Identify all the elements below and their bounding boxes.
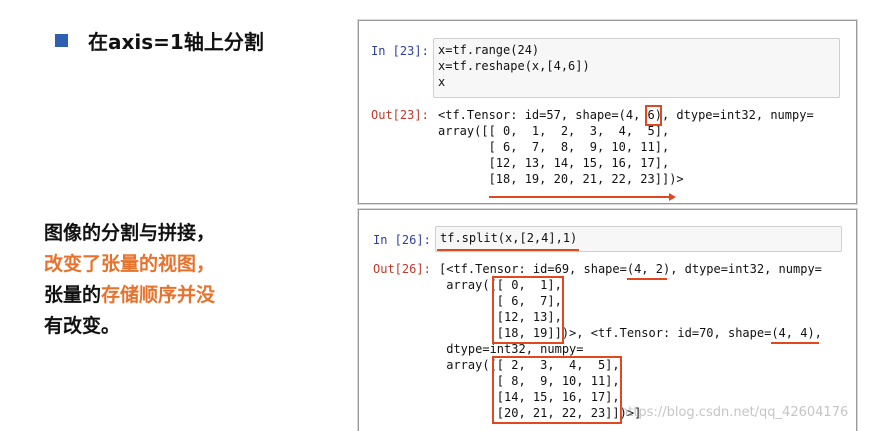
code-cell-input-2[interactable]: tf.split(x,[2,4],1) bbox=[435, 226, 842, 252]
side-line-3b: 存储顺序并没 bbox=[101, 284, 216, 306]
output-line: [20, 21, 22, 23]])>] bbox=[439, 406, 642, 420]
output-line: dtype=int32, numpy= bbox=[439, 342, 584, 356]
shape-4-4-underline bbox=[771, 342, 819, 344]
bullet-square bbox=[55, 34, 68, 47]
notebook-panel-2: In [26]: tf.split(x,[2,4],1) Out[26]: [<… bbox=[358, 209, 857, 431]
shape-4-2-underline bbox=[627, 278, 667, 280]
output-line: array([[ 0, 1, 2, 3, 4, 5], bbox=[438, 124, 670, 138]
output-line: [12, 13], bbox=[439, 310, 562, 324]
output-line: [18, 19, 20, 21, 22, 23]])> bbox=[438, 172, 684, 186]
output-line: [ 8, 9, 10, 11], bbox=[439, 374, 620, 388]
output-line: [ 6, 7, 8, 9, 10, 11], bbox=[438, 140, 670, 154]
code-line: x=tf.reshape(x,[4,6]) bbox=[438, 59, 590, 73]
output-line: [<tf.Tensor: id=69, shape=(4, 2), dtype=… bbox=[439, 262, 822, 276]
code-cell-2-text: tf.split(x,[2,4],1) bbox=[440, 231, 578, 245]
side-explanation: 图像的分割与拼接， 改变了张量的视图， 张量的存储顺序并没 有改变。 bbox=[44, 218, 215, 342]
out-prompt-23: Out[23]: bbox=[371, 108, 429, 122]
out-prompt-26: Out[26]: bbox=[373, 262, 431, 276]
output-line: [18, 19]])>, <tf.Tensor: id=70, shape=(4… bbox=[439, 326, 822, 340]
split-call-underline bbox=[437, 249, 579, 251]
notebook-panel-1: In [23]: x=tf.range(24) x=tf.reshape(x,[4… bbox=[358, 20, 857, 204]
memory-order-underline bbox=[489, 196, 669, 198]
cell-2-output: [<tf.Tensor: id=69, shape=(4, 2), dtype=… bbox=[439, 261, 822, 421]
underline-arrow-head bbox=[669, 193, 676, 201]
side-line-2: 改变了张量的视图， bbox=[44, 253, 216, 275]
code-cell-input-1[interactable]: x=tf.range(24) x=tf.reshape(x,[4,6]) x bbox=[433, 38, 840, 98]
side-line-4: 有改变。 bbox=[44, 315, 121, 337]
output-line: <tf.Tensor: id=57, shape=(4, 6), dtype=i… bbox=[438, 108, 814, 122]
side-line-3: 张量的存储顺序并没 bbox=[44, 280, 215, 311]
side-line-1: 图像的分割与拼接， bbox=[44, 222, 216, 244]
in-prompt-26: In [26]: bbox=[373, 233, 431, 247]
code-line: x=tf.range(24) bbox=[438, 43, 540, 57]
side-line-3a: 张量的 bbox=[44, 284, 102, 306]
code-line: x bbox=[438, 75, 446, 89]
output-line: [14, 15, 16, 17], bbox=[439, 390, 620, 404]
watermark-text: https://blog.csdn.net/qq_42604176 bbox=[620, 405, 849, 420]
output-line: array([[ 2, 3, 4, 5], bbox=[439, 358, 620, 372]
in-prompt-23: In [23]: bbox=[371, 44, 429, 58]
output-line: array([[ 0, 1], bbox=[439, 278, 562, 292]
code-cell-1-text: x=tf.range(24) x=tf.reshape(x,[4,6]) x bbox=[438, 42, 590, 90]
output-line: [ 6, 7], bbox=[439, 294, 562, 308]
output-line: [12, 13, 14, 15, 16, 17], bbox=[438, 156, 670, 170]
slide-heading: 在axis=1轴上分割 bbox=[88, 30, 264, 54]
cell-1-output: <tf.Tensor: id=57, shape=(4, 6), dtype=i… bbox=[438, 107, 814, 187]
